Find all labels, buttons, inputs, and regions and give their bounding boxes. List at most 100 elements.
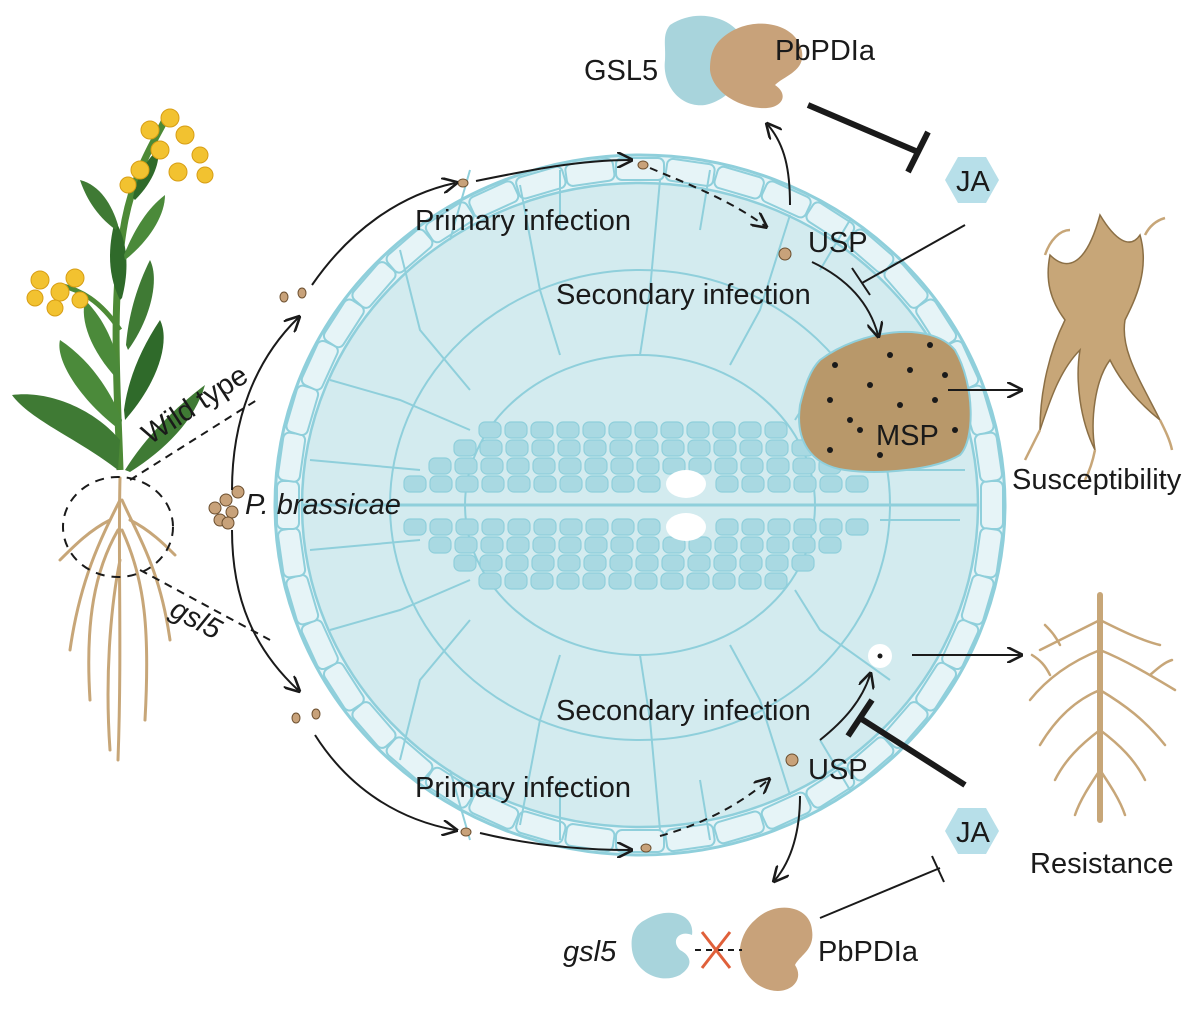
vascular-cell [819,518,843,536]
gsl5-plant-label: gsl5 [165,593,228,647]
epidermis-cell [846,228,895,274]
zoospores [279,160,799,853]
vascular-cell [739,554,763,572]
vascular-cell [479,439,503,457]
vascular-cell [403,475,427,493]
usp-bottom-label: USP [808,754,868,786]
vascular-cell [403,518,427,536]
vascular-cell [741,475,765,493]
epidermis-cell [713,165,765,200]
vascular-cell [660,421,684,439]
vascular-cell [688,457,712,475]
xylem-gap-top [666,470,706,498]
vascular-cell [556,572,580,590]
vascular-cell [506,536,530,554]
vascular-cell [712,421,736,439]
vascular-cell [793,475,817,493]
epidermis-cell [760,180,812,219]
vascular-cell [792,536,816,554]
vascular-cell [455,475,479,493]
vascular-cell [712,572,736,590]
vascular-cell [505,439,529,457]
vascular-cell [714,457,738,475]
vascular-cell [583,554,607,572]
epidermis-cell [468,791,520,830]
usp-top-label: USP [808,227,868,259]
vascular-cell [687,439,711,457]
pbpdia-top-label: PbPDIa [775,35,876,67]
epidermis-cell [424,201,475,244]
vascular-cell [557,554,581,572]
vascular-cell [611,518,635,536]
vascular-cell [818,536,842,554]
susceptibility-label: Susceptibility [1012,464,1182,496]
vascular-cell [611,475,635,493]
vascular-cell [530,572,554,590]
vascular-cell [740,457,764,475]
epidermis-cell [385,228,434,274]
vascular-cell [791,554,815,572]
cortex-cells [302,169,978,841]
clubbed-root [1023,213,1174,481]
vascular-cell [845,518,869,536]
vascular-cell [686,572,710,590]
epidermis-cell [515,165,567,200]
gsl5-pbpdia-complex [664,15,803,109]
vascular-cell [507,518,531,536]
pathogen-spores [208,485,245,530]
vascular-cell [507,475,531,493]
vascular-cell [686,421,710,439]
gsl5-mutant-label: gsl5 [563,936,617,968]
epidermis-cell [883,701,929,749]
vascular-cell [504,572,528,590]
vascular-cell [636,457,660,475]
vascular-cell [766,457,790,475]
vascular-cell [738,421,762,439]
epidermis-cell [385,736,434,782]
vascular-cell [478,572,502,590]
secondary-infection-bottom: Secondary infection [556,695,811,727]
vascular-cells [403,421,869,590]
epidermis-cell [846,736,895,782]
msp-label: MSP [876,420,939,452]
vascular-cell [739,439,763,457]
vascular-cell [738,572,762,590]
gsl5-protein-label: GSL5 [584,55,658,87]
vascular-cell [819,475,843,493]
vascular-cell [454,536,478,554]
vascular-cell [765,554,789,572]
epidermis-cell [760,791,812,830]
epidermis-cells [276,157,1004,853]
xylem-gap-bottom [666,513,706,541]
vascular-cell [530,421,554,439]
vascular-cell [610,457,634,475]
vascular-cell [428,457,452,475]
vascular-cell [741,518,765,536]
vascular-cell [637,475,661,493]
vascular-cell [481,475,505,493]
vascular-cell [558,457,582,475]
ja-top-label: JA [956,166,991,198]
secondary-infection-top: Secondary infection [556,279,811,311]
vascular-cell [713,554,737,572]
vascular-cell [660,572,684,590]
epidermis-cell [351,261,397,309]
vascular-cell [506,457,530,475]
vascular-cell [559,518,583,536]
vascular-cell [584,536,608,554]
vascular-cell [479,554,503,572]
vascular-cell [480,457,504,475]
vascular-cell [557,439,581,457]
vascular-cell [792,457,816,475]
epidermis-cell [973,431,1003,483]
pbpdia-bottom-label: PbPDIa [818,936,919,968]
primary-infection-bottom: Primary infection [415,772,631,804]
vascular-cell [609,439,633,457]
vascular-cell [767,518,791,536]
vascular-cell [533,518,557,536]
vascular-cell [454,457,478,475]
vascular-cell [559,475,583,493]
vascular-cell [480,536,504,554]
vascular-cell [610,536,634,554]
